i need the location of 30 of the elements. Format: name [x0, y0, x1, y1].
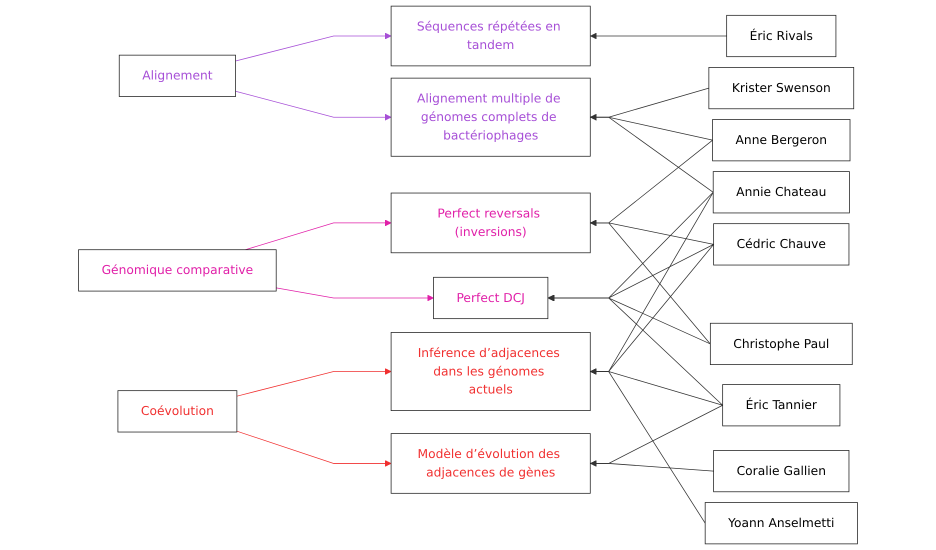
arrow [590, 114, 714, 193]
arrow [548, 294, 724, 406]
node-box: Christophe Paul [710, 322, 853, 365]
node-box: Krister Swenson [708, 67, 854, 110]
arrow [235, 90, 392, 121]
node-box: Alignement [118, 54, 236, 97]
node-box: Alignement multiple de génomes complets de bactériophages [390, 78, 591, 157]
arrow [590, 32, 728, 40]
node-box: Coévolution [118, 390, 238, 432]
node-box: Yoann Anselmetti [704, 502, 858, 544]
arrow [590, 220, 711, 344]
node-box: Annie Chateau [712, 171, 850, 214]
arrow [236, 368, 392, 397]
node-box: Éric Rivals [726, 14, 836, 58]
node-box: Anne Bergeron [712, 119, 850, 162]
arrow [590, 460, 714, 472]
node-box: Coralie Gallien [713, 450, 850, 492]
node-box: Cédric Chauve [713, 223, 850, 266]
node-box: Éric Tannier [722, 384, 840, 426]
node-box: Inférence d’adjacences dans les génomes actuels [390, 332, 591, 411]
node-box: Perfect DCJ [433, 276, 548, 320]
arrow [245, 220, 392, 250]
node-box: Perfect reversals (inversions) [390, 192, 591, 254]
node-box: Séquences répétées en tandem [390, 6, 591, 66]
arrow [236, 430, 392, 467]
node-box: Modèle d’évolution des adjacences de gènes [390, 433, 591, 494]
arrow [590, 368, 706, 524]
node-box: Génomique comparative [78, 249, 277, 292]
arrow [276, 287, 434, 302]
arrow [235, 32, 392, 62]
